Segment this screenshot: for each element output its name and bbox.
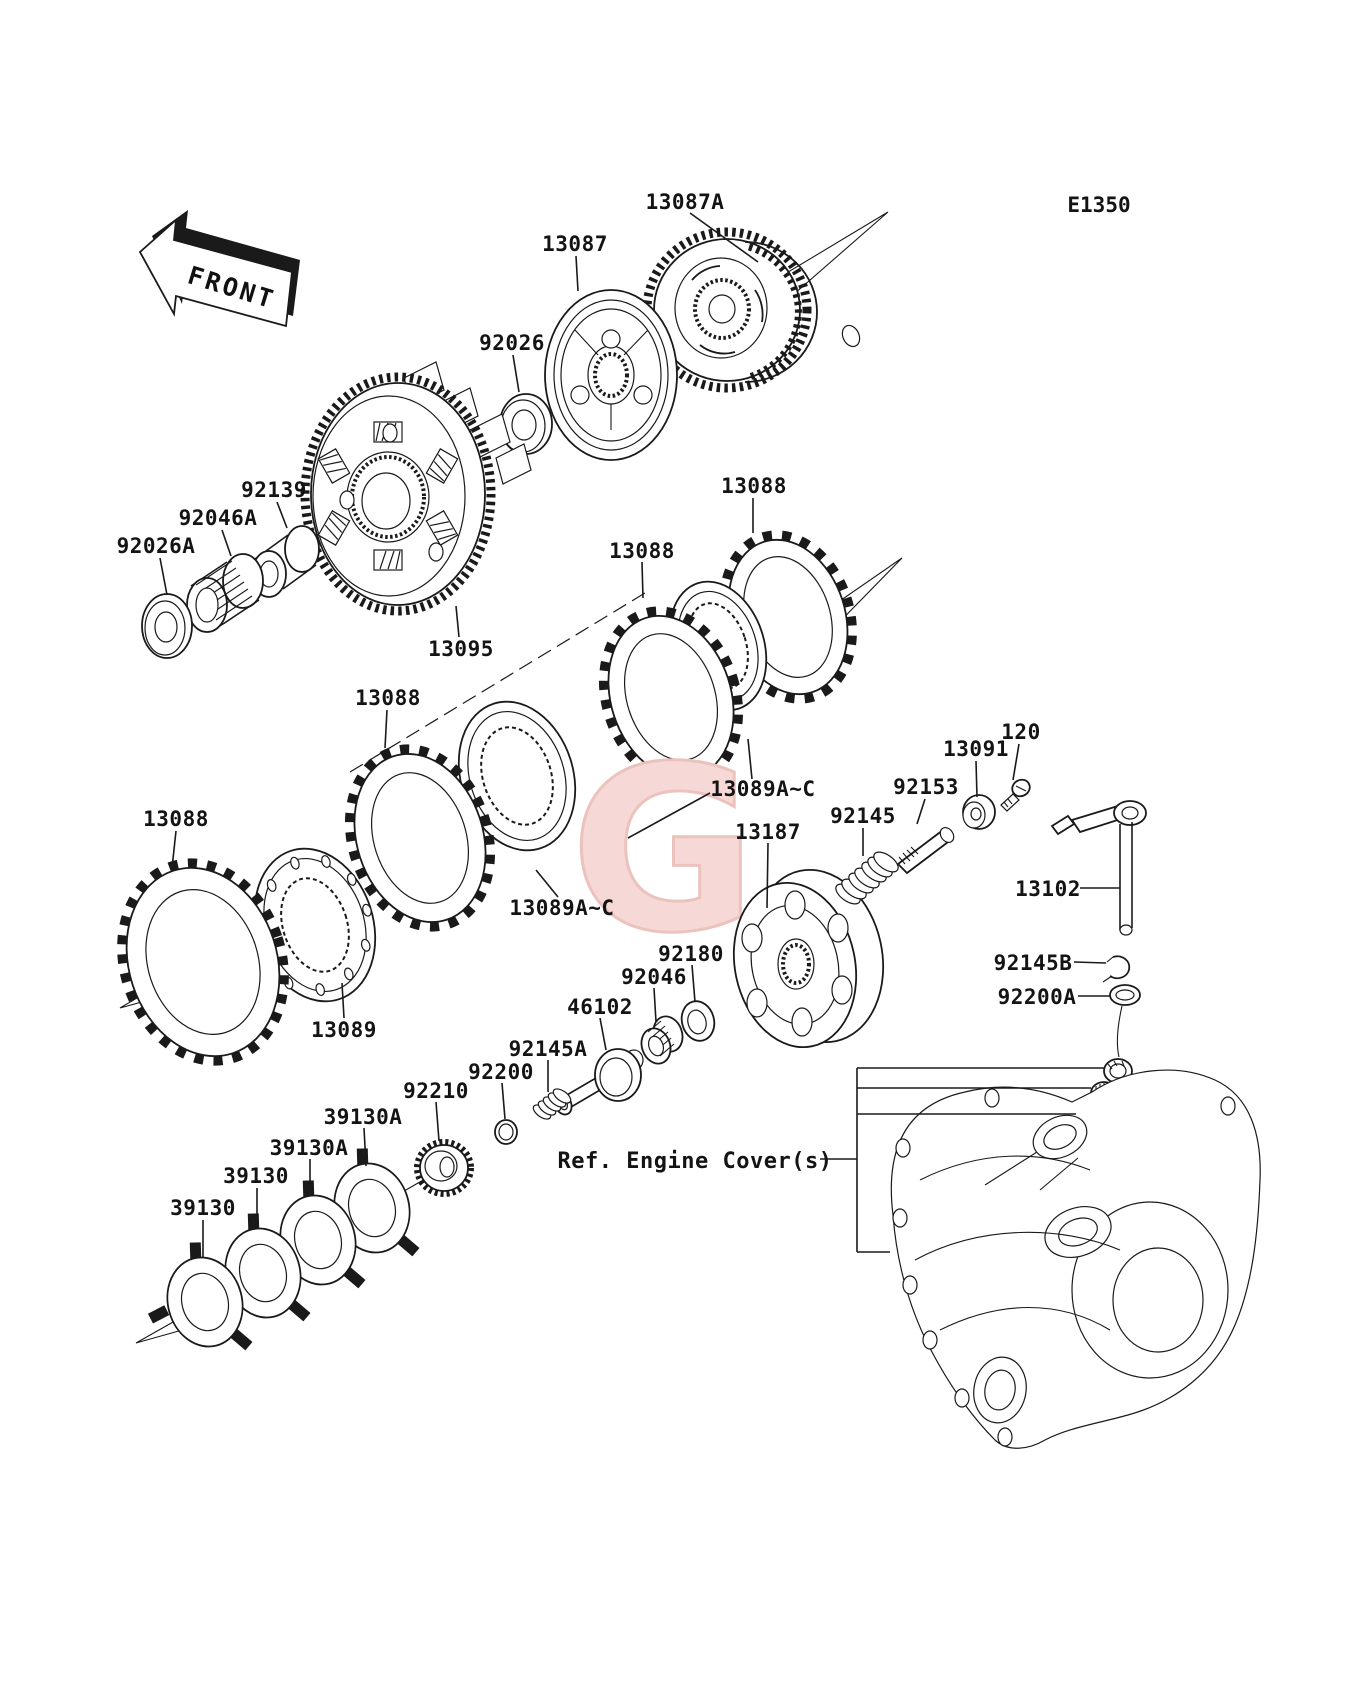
callout-92200: 92200 <box>468 1060 534 1084</box>
callout-92145b: 92145B <box>994 951 1073 975</box>
callout-39130-upper: 39130 <box>223 1164 289 1188</box>
part-13087-spring-plate <box>544 289 678 461</box>
watermark-letter: G <box>570 717 757 983</box>
callout-92026a: 92026A <box>117 534 196 558</box>
part-92200a-washer <box>1109 984 1141 1006</box>
engine-cover-illustration <box>890 1069 1261 1449</box>
part-92145a-spring <box>532 1088 572 1120</box>
callout-13102: 13102 <box>1015 877 1081 901</box>
callout-13187: 13187 <box>735 820 801 844</box>
part-92153-shaft <box>896 826 955 875</box>
callout-39130a-lower: 39130A <box>270 1136 349 1160</box>
callout-46102: 46102 <box>567 995 633 1019</box>
part-13088-friction-plate-3 <box>344 744 496 932</box>
part-39130-fork-plate-1 <box>147 1242 253 1351</box>
part-13089-steel-plate-2 <box>457 700 577 852</box>
part-13102-push-rod <box>1119 822 1133 936</box>
leader-lines <box>159 212 1120 1257</box>
callout-39130-lower: 39130 <box>170 1196 236 1220</box>
callout-92139: 92139 <box>241 478 307 502</box>
part-92046-needle-bearing <box>640 1015 684 1065</box>
part-13187-clutch-hub <box>732 868 885 1049</box>
axis-phantom-line <box>349 592 646 773</box>
engine-cover-reference-note: Ref. Engine Cover(s) <box>558 1149 833 1174</box>
part-92026-washer <box>499 393 553 455</box>
part-92046a-needle-bearing <box>186 553 264 633</box>
part-92145-clutch-spring <box>835 851 899 905</box>
callout-92153: 92153 <box>893 775 959 799</box>
callout-92145: 92145 <box>830 804 896 828</box>
callout-13087a: 13087A <box>646 190 725 214</box>
part-92180-thrust-washer <box>680 1000 716 1042</box>
callout-120: 120 <box>1001 720 1040 744</box>
front-direction-arrow: FRONT <box>138 210 300 328</box>
callout-13088-a: 13088 <box>721 474 787 498</box>
part-120-bolt <box>1000 778 1031 812</box>
diagram-code: E1350 <box>1067 193 1130 217</box>
part-13095-clutch-housing-gear <box>300 361 532 616</box>
callout-92046a: 92046A <box>179 506 258 530</box>
callout-92145a: 92145A <box>509 1037 588 1061</box>
callout-13088-d: 13088 <box>143 807 209 831</box>
callout-13087: 13087 <box>542 232 608 256</box>
part-39130-fork-plate-2 <box>205 1213 311 1322</box>
part-92145b-spring-clip <box>1102 955 1131 983</box>
callout-92026: 92026 <box>479 331 545 355</box>
part-13088-friction-plate-2 <box>598 606 744 788</box>
callout-13088-c: 13088 <box>355 686 421 710</box>
part-release-lever <box>1050 800 1147 836</box>
reference-bracket <box>820 1067 1104 1253</box>
callout-92046: 92046 <box>621 965 687 989</box>
callout-13088-b: 13088 <box>609 539 675 563</box>
part-92026a-washer <box>141 593 193 659</box>
callout-13089: 13089 <box>311 1018 377 1042</box>
callout-13095: 13095 <box>428 637 494 661</box>
callout-13089ac-lower: 13089A~C <box>509 896 614 920</box>
seal-leader-curve <box>1116 1005 1123 1058</box>
part-92210-adjuster <box>414 1139 474 1197</box>
callout-92210: 92210 <box>403 1079 469 1103</box>
gear-spring-windows <box>317 421 459 571</box>
callout-13089ac-upper: 13089A~C <box>710 777 815 801</box>
callout-92180: 92180 <box>658 942 724 966</box>
callout-92200a: 92200A <box>998 985 1077 1009</box>
part-13091-nut <box>962 794 996 830</box>
callout-13091: 13091 <box>943 737 1009 761</box>
callout-39130a-upper: 39130A <box>324 1105 403 1129</box>
callout-labels: 13087A 13087 92026 92139 92046A 92026A 1… <box>117 190 1081 1220</box>
part-92200-washer <box>494 1119 518 1145</box>
part-13087a-clutch-housing <box>642 227 861 393</box>
